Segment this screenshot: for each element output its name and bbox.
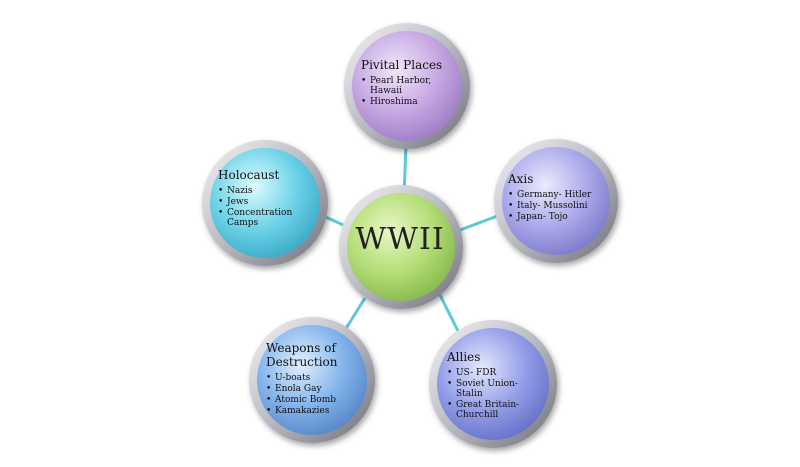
list-item: Hiroshima	[361, 97, 457, 107]
list-item: Kamakazies	[266, 406, 358, 416]
node-holocaust: Holocaust Nazis Jews Concentration Camps	[218, 168, 308, 229]
list-item: U-boats	[266, 373, 358, 383]
list-item: Enola Gay	[266, 384, 358, 394]
node-holocaust-title: Holocaust	[218, 168, 280, 182]
node-axis: Axis Germany- Hitler Italy- Mussolini Ja…	[508, 172, 604, 223]
list-item: Germany- Hitler	[508, 190, 604, 200]
node-weapons-items: U-boats Enola Gay Atomic Bomb Kamakazies	[266, 373, 358, 416]
list-item: Jews	[218, 197, 308, 207]
node-places-title: Pivital Places	[361, 58, 443, 72]
node-holocaust-items: Nazis Jews Concentration Camps	[218, 186, 308, 228]
node-places: Pivital Places Pearl Harbor, Hawaii Hiro…	[361, 58, 457, 108]
center-label: WWII	[355, 222, 445, 257]
node-axis-items: Germany- Hitler Italy- Mussolini Japan- …	[508, 190, 604, 222]
connector-allies	[438, 294, 462, 336]
list-item: Great Britain- Churchill	[447, 400, 537, 420]
list-item: Italy- Mussolini	[508, 201, 604, 211]
connector-axis	[459, 213, 501, 232]
node-allies-items: US- FDR Soviet Union- Stalin Great Brita…	[447, 368, 537, 420]
list-item: Concentration Camps	[218, 208, 308, 228]
list-item: Japan- Tojo	[508, 212, 604, 222]
node-weapons-title: Weapons of Destruction	[266, 341, 338, 369]
list-item: Nazis	[218, 186, 308, 196]
node-axis-title: Axis	[508, 172, 534, 186]
list-item: Soviet Union- Stalin	[447, 379, 537, 399]
center-circle	[339, 185, 463, 309]
list-item: Atomic Bomb	[266, 395, 358, 405]
list-item: US- FDR	[447, 368, 537, 378]
node-allies-title: Allies	[447, 350, 481, 364]
node-allies: Allies US- FDR Soviet Union- Stalin Grea…	[447, 350, 537, 421]
list-item: Pearl Harbor, Hawaii	[361, 76, 457, 96]
node-places-items: Pearl Harbor, Hawaii Hiroshima	[361, 76, 457, 107]
connector-weapons	[343, 297, 367, 331]
node-weapons: Weapons of Destruction U-boats Enola Gay…	[266, 341, 358, 417]
